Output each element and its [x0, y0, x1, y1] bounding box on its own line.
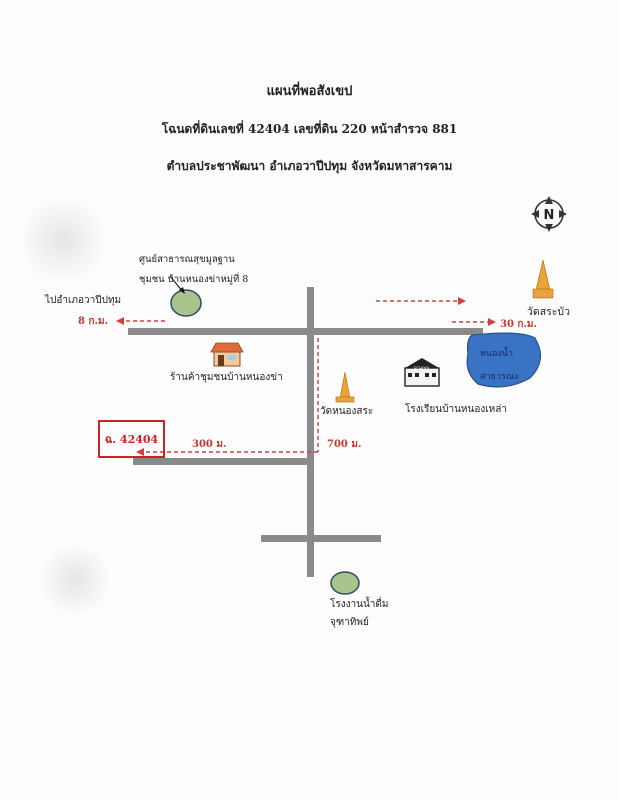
vertical-road: [307, 287, 314, 577]
scan-smudge: [18, 195, 108, 285]
parcel-label: ฉ. 42404: [104, 433, 159, 446]
parcel-distance: 300 ม.: [192, 439, 227, 450]
temple-sa-bua-label: วัดสระบัว: [527, 306, 570, 318]
health-center-marker: [170, 289, 202, 317]
school-label: โรงเรียนบ้านหนองเหล่า: [405, 404, 507, 415]
east-distance: 30 ก.ม.: [500, 319, 538, 330]
map-title: แผนที่พอสังเขป: [266, 84, 353, 99]
main-road: [128, 328, 483, 335]
location-line: ตำบลประชาพัฒนา อำเภอวาปีปทุม จังหวัดมหาส…: [166, 159, 453, 173]
temple-nong-sa-label: วัดหนองสระ: [320, 406, 374, 417]
school-icon: SCHOOL: [404, 358, 440, 387]
parcel-box: ฉ. 42404: [98, 420, 165, 458]
east-arrowhead-lower: [488, 318, 496, 326]
west-arrowhead: [116, 317, 124, 325]
parcel-arrowhead: [136, 448, 144, 456]
to-district-label: ไปอำเภอวาปีปทุม: [45, 295, 122, 306]
lower-road: [261, 535, 381, 542]
scan-smudge: [40, 540, 110, 620]
shop-label: ร้านค้าชุมชนบ้านหนองข่า: [170, 372, 283, 383]
deed-subtitle: โฉนดที่ดินเลขที่ 42404 เลขที่ดิน 220 หน้…: [161, 122, 458, 136]
water-plant-label: โรงงานน้ำดื่ม จุฑาทิพย์: [330, 599, 389, 628]
shop-icon: [210, 342, 244, 367]
north-compass-icon: N: [531, 196, 567, 232]
pointer-arrowhead: [179, 287, 185, 294]
school-sign: SCHOOL: [414, 366, 432, 371]
pond-label: หนองน้ำ สาธารณะ: [480, 349, 520, 382]
temple-icon: [532, 259, 554, 299]
temple-icon: [335, 371, 355, 403]
parcel-road: [133, 458, 310, 465]
roads: [128, 287, 483, 577]
north-label: N: [544, 208, 555, 223]
health-center-label: ศูนย์สาธารณสุขมูลฐานชุมชน บ้านหนองข่าหมู…: [139, 254, 249, 285]
arrow-heads: [116, 297, 496, 456]
route-arrows: [120, 300, 492, 453]
east-arrowhead-upper: [458, 297, 466, 305]
vertical-distance: 700 ม.: [327, 439, 362, 450]
water-plant-marker: [330, 571, 360, 595]
west-distance: 8 ก.ม.: [78, 316, 109, 327]
pond: [466, 332, 541, 388]
